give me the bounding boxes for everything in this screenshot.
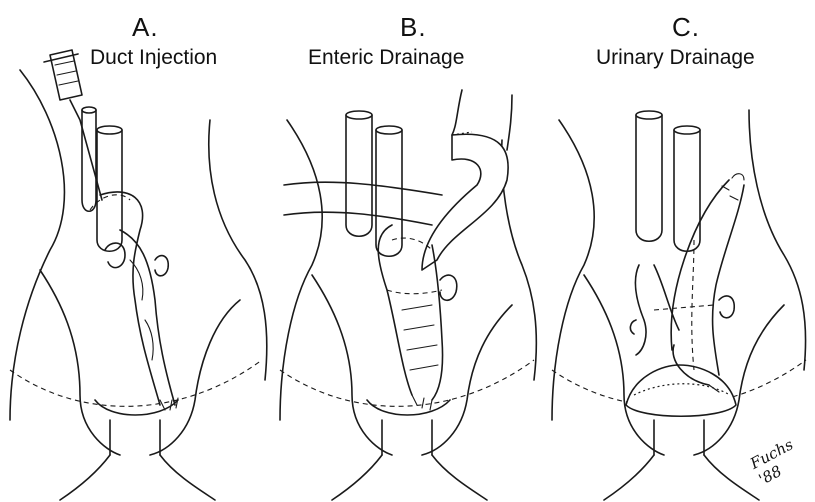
panel-duct-injection: A. Duct Injection — [0, 0, 272, 502]
urinary-drainage-drawing — [544, 0, 815, 502]
duct-injection-drawing — [0, 0, 272, 502]
panel-urinary-drainage: C. Urinary Drainage — [544, 0, 815, 502]
panel-enteric-drainage: B. Enteric Drainage — [272, 0, 544, 502]
enteric-drainage-drawing — [272, 0, 544, 502]
